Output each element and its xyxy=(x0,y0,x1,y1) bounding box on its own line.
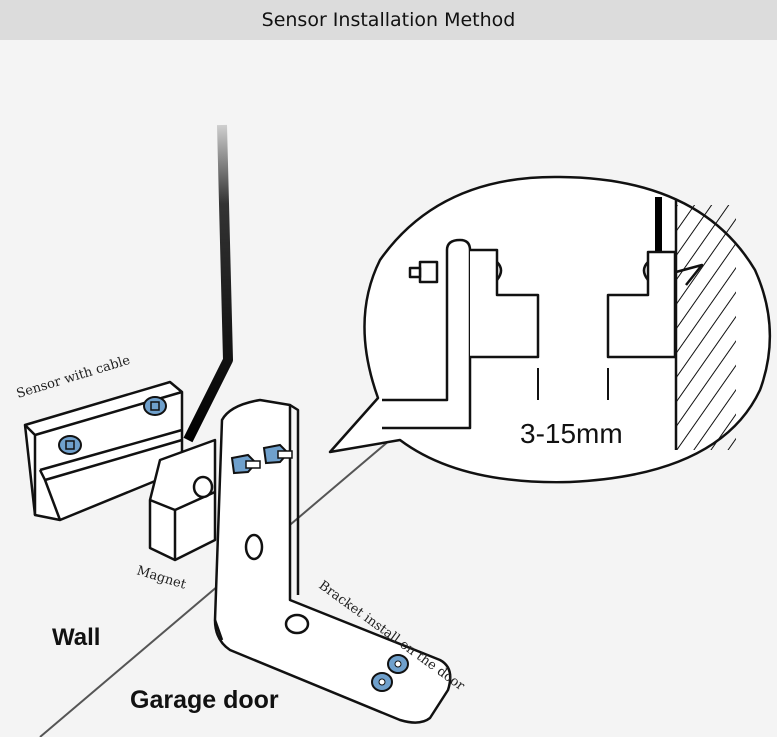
sensor-screw-left-icon xyxy=(58,435,82,455)
sensor-screw-right-icon xyxy=(143,396,167,416)
wall-label: Wall xyxy=(52,624,100,651)
bracket-bolt-right-icon xyxy=(262,443,293,465)
sensor-label: Sensor with cable xyxy=(15,353,133,402)
detail-left-bracket xyxy=(382,238,540,430)
detail-magnet xyxy=(606,250,704,359)
sensor-cable xyxy=(183,124,233,443)
magnet-block xyxy=(148,438,217,562)
garage-door-label: Garage door xyxy=(130,686,279,714)
bracket-screw-upper-icon xyxy=(387,654,409,674)
gap-label: 3-15mm xyxy=(520,418,623,449)
bracket-bolt-left-icon xyxy=(230,453,261,475)
header-bar: Sensor Installation Method xyxy=(0,0,777,40)
page-title: Sensor Installation Method xyxy=(261,9,516,31)
bracket-screw-lower-icon xyxy=(371,672,393,692)
l-bracket xyxy=(213,398,452,724)
magnet-label: Magnet xyxy=(135,563,189,592)
